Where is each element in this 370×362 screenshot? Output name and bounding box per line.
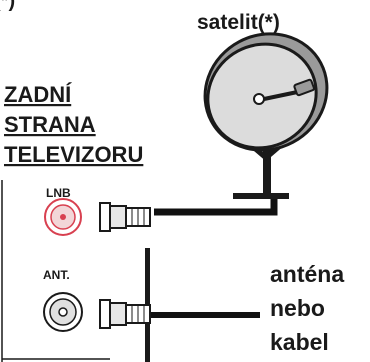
antenna-cable-label-line-1: anténa (270, 261, 344, 287)
antenna-cable-label-line-3: kabel (270, 329, 329, 355)
tv-rear-heading: ZADNÍ STRANA TELEVIZORU (4, 82, 143, 167)
ant-connector-body (109, 302, 127, 326)
lnb-port-pin (60, 214, 66, 220)
satellite-dish-icon (203, 32, 329, 198)
tv-rear-heading-line-2: STRANA (4, 112, 96, 137)
lnb-head (293, 78, 315, 97)
top-marker: (*) (0, 0, 15, 12)
ant-port-pin (58, 307, 68, 317)
satellite-label: satelit(*) (197, 11, 280, 34)
antenna-cable-label-line-2: nebo (270, 295, 325, 321)
lnb-port: LNB (44, 186, 82, 236)
lnb-connector-body (109, 205, 127, 229)
ant-port: ANT. (43, 268, 83, 332)
satellite-cable (154, 196, 278, 216)
tv-rear-heading-line-1: ZADNÍ (4, 82, 72, 107)
ant-connector-nut (99, 299, 111, 329)
lnb-port-label: LNB (46, 186, 71, 200)
dish-mast (263, 150, 271, 198)
ant-connector-icon (99, 299, 151, 329)
lnb-connector-nut (99, 202, 111, 232)
dish-hub (253, 93, 265, 105)
antenna-cable-label: anténa nebo kabel (270, 261, 344, 355)
ant-port-label: ANT. (43, 268, 70, 282)
mast-base (233, 193, 289, 199)
antenna-cable (150, 312, 260, 318)
lnb-connector-icon (99, 202, 151, 232)
tv-rear-heading-line-3: TELEVIZORU (4, 142, 143, 167)
